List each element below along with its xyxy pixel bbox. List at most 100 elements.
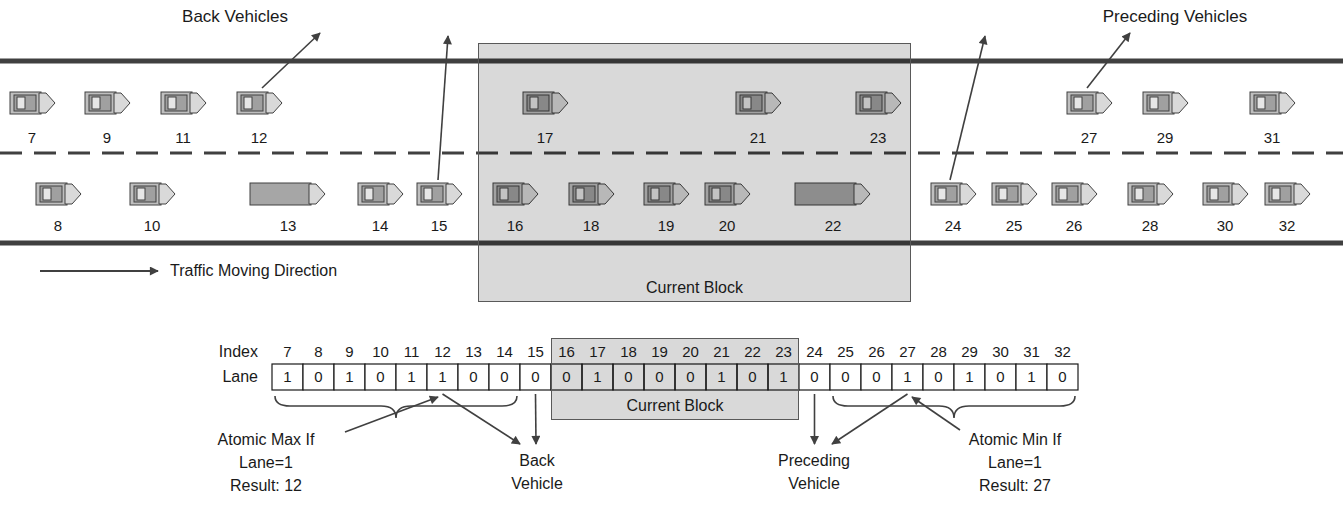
index-number: 19 (651, 343, 668, 361)
array-cell (1016, 364, 1047, 390)
car-cabin (362, 186, 384, 202)
car-body (10, 92, 41, 114)
vehicle-number: 15 (431, 217, 448, 235)
car-body (130, 183, 161, 205)
leader-arrow (832, 394, 908, 444)
vehicle-number: 13 (280, 217, 297, 235)
curly-brace (833, 396, 1075, 418)
array-cell (923, 364, 954, 390)
car-body (1203, 183, 1234, 205)
block-region: Current Block (478, 43, 911, 302)
vehicle-front (446, 184, 462, 204)
vehicle-number: 27 (1081, 129, 1098, 147)
lane-value: 1 (593, 368, 601, 386)
vehicle-number: 22 (825, 217, 842, 235)
vehicle-number: 11 (175, 129, 191, 147)
lane-value: 1 (779, 368, 787, 386)
annotation-label: Back Vehicles (182, 7, 288, 27)
lane-value: 1 (1027, 368, 1035, 386)
vehicle-number: 25 (1006, 217, 1023, 235)
lane-value: 0 (314, 368, 322, 386)
car-icon (1143, 92, 1188, 114)
vehicle-front (309, 184, 325, 204)
block-title: Current Block (646, 279, 743, 297)
car-window (1074, 97, 1082, 109)
lane-value: 1 (965, 368, 973, 386)
car-cabin (1132, 186, 1154, 202)
car-cabin (1207, 186, 1229, 202)
index-number: 10 (372, 343, 389, 361)
vehicle-front (1081, 184, 1097, 204)
car-window (1059, 188, 1067, 200)
car-body (417, 183, 448, 205)
index-number: 26 (868, 343, 885, 361)
vehicle-front (1294, 184, 1310, 204)
car-icon (85, 92, 130, 114)
car-cabin (134, 186, 156, 202)
index-number: 9 (345, 343, 353, 361)
car-body (358, 183, 389, 205)
vehicle-front (39, 93, 55, 113)
car-window (424, 188, 432, 200)
lane-value: 0 (996, 368, 1004, 386)
car-cabin (1254, 95, 1276, 111)
vehicle-front (159, 184, 175, 204)
car-cabin (89, 95, 111, 111)
annotation-label: Back Vehicle (505, 449, 569, 495)
truck-body (250, 183, 311, 205)
car-window (1150, 97, 1158, 109)
car-window (92, 97, 100, 109)
direction-arrow (40, 270, 158, 272)
index-number: 28 (930, 343, 947, 361)
car-body (237, 92, 268, 114)
lane-value: 0 (841, 368, 849, 386)
index-number: 31 (1023, 343, 1040, 361)
array-cell (303, 364, 334, 390)
index-number: 15 (527, 343, 544, 361)
index-number: 22 (744, 343, 761, 361)
car-icon (1250, 92, 1295, 114)
car-icon (1052, 183, 1097, 205)
car-body (992, 183, 1023, 205)
car-body (1250, 92, 1281, 114)
car-body (931, 183, 962, 205)
car-window (43, 188, 51, 200)
car-window (1210, 188, 1218, 200)
index-number: 11 (404, 343, 420, 361)
lane-value: 0 (686, 368, 694, 386)
vehicle-front (1157, 184, 1173, 204)
index-number: 7 (283, 343, 291, 361)
car-cabin (935, 186, 957, 202)
index-number: 25 (837, 343, 854, 361)
operation-note: Atomic Min If Lane=1 Result: 27 (963, 428, 1067, 497)
car-icon (130, 183, 175, 205)
car-icon (1128, 183, 1173, 205)
leader-lines (40, 33, 1130, 444)
car-cabin (1147, 95, 1169, 111)
row-header: Lane (222, 367, 258, 386)
array-cell (954, 364, 985, 390)
car-window (1272, 188, 1280, 200)
vehicle-number: 20 (719, 217, 736, 235)
vehicle-number: 32 (1279, 217, 1296, 235)
lane-value: 0 (531, 368, 539, 386)
direction-label: Traffic Moving Direction (170, 261, 337, 280)
lane-value: 0 (748, 368, 756, 386)
car-cabin (241, 95, 263, 111)
index-number: 29 (961, 343, 978, 361)
index-number: 27 (899, 343, 916, 361)
lane-value: 0 (1058, 368, 1066, 386)
car-icon (931, 183, 976, 205)
lane-value: 0 (655, 368, 663, 386)
array-cell (365, 364, 396, 390)
curly-brace (275, 396, 517, 418)
car-body (1143, 92, 1174, 114)
car-body (161, 92, 192, 114)
array-cell (892, 364, 923, 390)
vehicle-front (960, 184, 976, 204)
vehicle-front (114, 93, 130, 113)
lane-value: 0 (562, 368, 570, 386)
leader-arrow (262, 33, 320, 88)
car-window (17, 97, 25, 109)
car-cabin (40, 186, 62, 202)
